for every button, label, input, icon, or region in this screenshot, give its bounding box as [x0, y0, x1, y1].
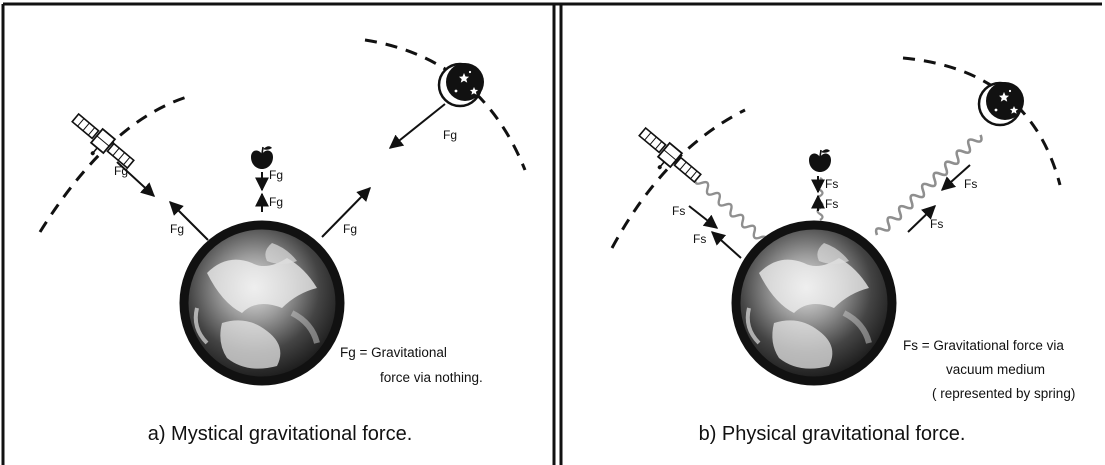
moon-icon — [977, 80, 1026, 127]
force-label: Fs — [825, 177, 838, 191]
force-arrow — [116, 161, 156, 197]
force-arrow — [940, 164, 971, 191]
definition-line: force via nothing. — [380, 370, 483, 385]
force-label: Fg — [170, 222, 184, 236]
definition-line: ( represented by spring) — [932, 386, 1075, 401]
spring-icon — [689, 169, 773, 251]
definition-line: Fg = Gravitational — [340, 345, 447, 360]
force-label: Fs — [825, 197, 838, 211]
moon-icon — [437, 61, 486, 108]
force-label: Fs — [964, 177, 977, 191]
earth-icon — [736, 225, 892, 381]
force-label: Fg — [114, 164, 128, 178]
earth-icon — [184, 225, 340, 381]
force-label: Fs — [930, 217, 943, 231]
apple-icon — [250, 145, 274, 170]
force-label: Fg — [443, 128, 457, 142]
panel-caption: b) Physical gravitational force. — [699, 423, 966, 445]
definition-line: Fs = Gravitational force via — [903, 338, 1064, 353]
force-arrow — [321, 186, 371, 238]
force-arrow — [907, 205, 937, 233]
panel-a: Fg Fg Fg Fg Fg Fg Fg = Gravitational for… — [38, 38, 527, 445]
definition-line: vacuum medium — [946, 362, 1045, 377]
force-label: Fg — [343, 222, 357, 236]
orbit-path — [610, 108, 746, 249]
force-label: Fg — [269, 195, 283, 209]
panel-b: Fs Fs Fs Fs Fs Fs Fs = Gravitational for… — [610, 56, 1075, 445]
force-arrow — [388, 103, 446, 149]
force-arrow — [169, 201, 209, 241]
apple-icon — [808, 148, 832, 173]
satellite-icon — [629, 124, 705, 193]
spring-icon — [874, 134, 983, 236]
force-arrow — [688, 205, 719, 229]
orbit-path — [902, 56, 1062, 186]
panel-caption: a) Mystical gravitational force. — [148, 423, 413, 445]
force-label: Fs — [672, 204, 685, 218]
force-label: Fg — [269, 168, 283, 182]
force-arrow — [710, 231, 742, 259]
force-label: Fs — [693, 232, 706, 246]
